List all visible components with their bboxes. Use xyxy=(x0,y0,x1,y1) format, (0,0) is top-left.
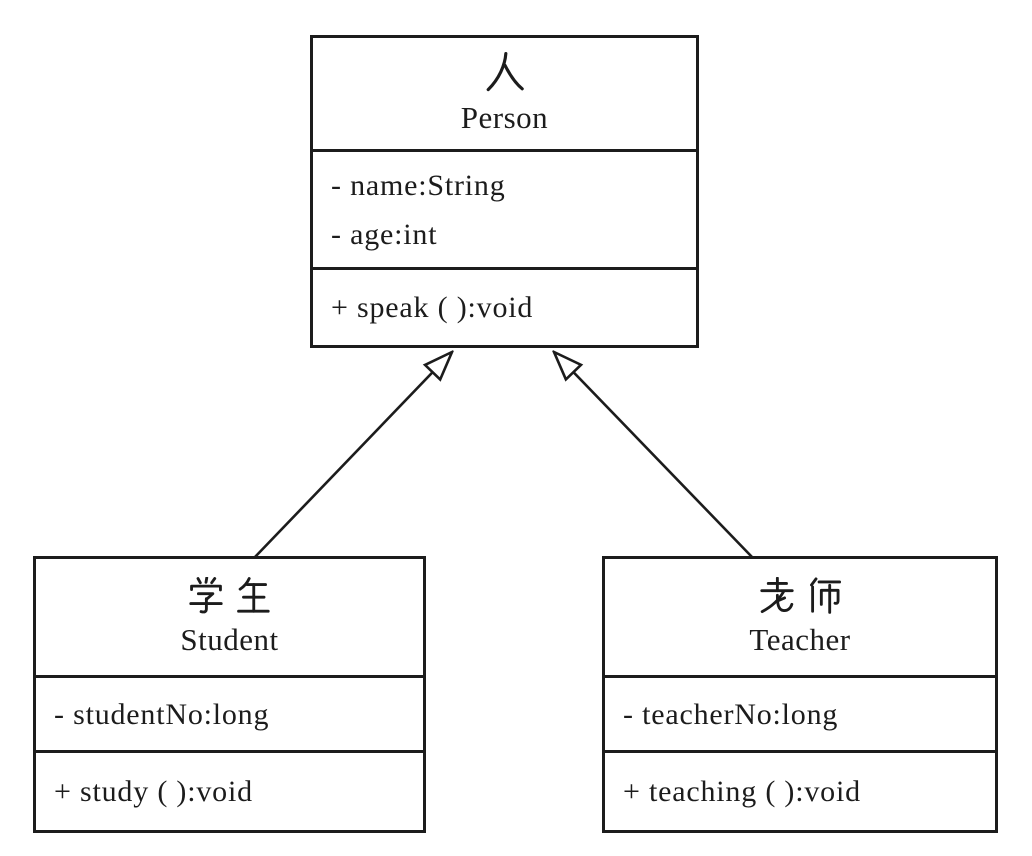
class-box-student: Student - studentNo:long + study ( ):voi… xyxy=(33,556,426,833)
attribute-teacherno: - teacherNo:long xyxy=(623,697,839,731)
class-name-student: Student xyxy=(180,621,279,657)
attribute-age: - age:int xyxy=(331,217,438,251)
method-speak: + speak ( ):void xyxy=(331,291,534,324)
attributes-teacher: - teacherNo:long xyxy=(605,678,995,753)
class-name-person: Person xyxy=(460,100,549,136)
hanzi-ren-glyph xyxy=(486,52,524,92)
attribute-name: - name:String xyxy=(331,168,506,202)
hanzi-sheng-glyph xyxy=(237,576,270,613)
class-box-teacher: Teacher - teacherNo:long + teaching ( ):… xyxy=(602,556,998,833)
attributes-student: - studentNo:long xyxy=(36,678,423,753)
attributes-person: - name:String - age:int xyxy=(313,152,696,270)
hanzi-shi-glyph xyxy=(809,577,841,614)
methods-person: + speak ( ):void xyxy=(313,270,696,345)
methods-student: + study ( ):void xyxy=(36,753,423,830)
class-header-student: Student xyxy=(36,559,423,678)
generalization-arrow-teacher-to-person xyxy=(554,352,753,558)
method-study: + study ( ):void xyxy=(54,775,253,808)
class-box-person: Person - name:String - age:int + speak (… xyxy=(310,35,699,348)
attribute-studentno: - studentNo:long xyxy=(54,697,270,731)
method-teaching: + teaching ( ):void xyxy=(623,775,861,808)
class-header-person: Person xyxy=(313,38,696,152)
hanzi-lao-glyph xyxy=(759,576,794,613)
class-name-chinese-teacher xyxy=(758,576,843,615)
generalization-arrow-student-to-person xyxy=(254,352,452,558)
methods-teacher: + teaching ( ):void xyxy=(605,753,995,830)
hanzi-xue-glyph xyxy=(189,576,223,614)
class-header-teacher: Teacher xyxy=(605,559,995,678)
class-name-teacher: Teacher xyxy=(749,621,851,657)
class-name-chinese-person xyxy=(484,51,526,93)
class-name-chinese-student xyxy=(187,576,272,615)
